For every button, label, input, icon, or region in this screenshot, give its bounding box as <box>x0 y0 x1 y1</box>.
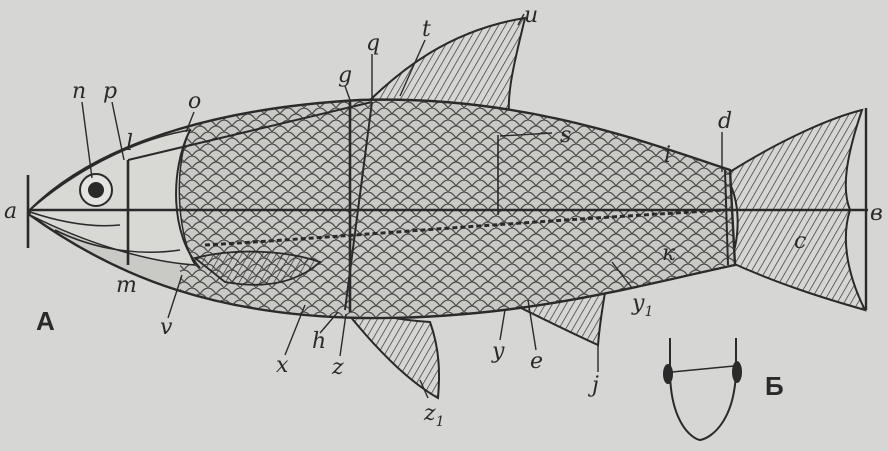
label-q: q <box>366 31 380 56</box>
label-o: o <box>188 89 201 114</box>
label-b: в <box>870 201 883 226</box>
label-g: g <box>338 63 352 88</box>
label-z1: z1 <box>423 401 445 430</box>
label-x: x <box>276 353 289 378</box>
leader-g <box>345 86 350 100</box>
label-h: h <box>312 329 326 354</box>
label-i: i <box>664 143 671 168</box>
label-y1: y1 <box>631 291 653 320</box>
leader-y <box>500 310 505 340</box>
leader-z <box>340 314 346 356</box>
section-label-a: А <box>36 306 55 336</box>
label-a: a <box>4 199 17 224</box>
label-c: c <box>794 229 806 254</box>
label-l: l <box>126 131 133 156</box>
label-z: z <box>331 355 344 380</box>
label-m: m <box>116 273 137 298</box>
label-z1-sub: 1 <box>436 414 445 430</box>
label-y: y <box>491 339 505 364</box>
eye-pupil <box>88 182 104 198</box>
label-d: d <box>718 109 732 134</box>
label-e: e <box>530 349 543 374</box>
label-u: u <box>524 3 538 28</box>
label-n: n <box>72 79 86 104</box>
label-y1-main: y <box>631 291 645 316</box>
label-k: к <box>662 241 676 266</box>
cross-section-sketch <box>663 338 742 440</box>
label-s: s <box>560 123 571 148</box>
label-z1-main: z <box>423 401 436 426</box>
label-j: j <box>587 373 599 398</box>
label-t: t <box>422 17 431 42</box>
label-p: p <box>103 79 117 104</box>
label-v: v <box>160 315 173 340</box>
label-y1-sub: 1 <box>644 304 653 320</box>
section-label-b: Б <box>765 371 784 401</box>
